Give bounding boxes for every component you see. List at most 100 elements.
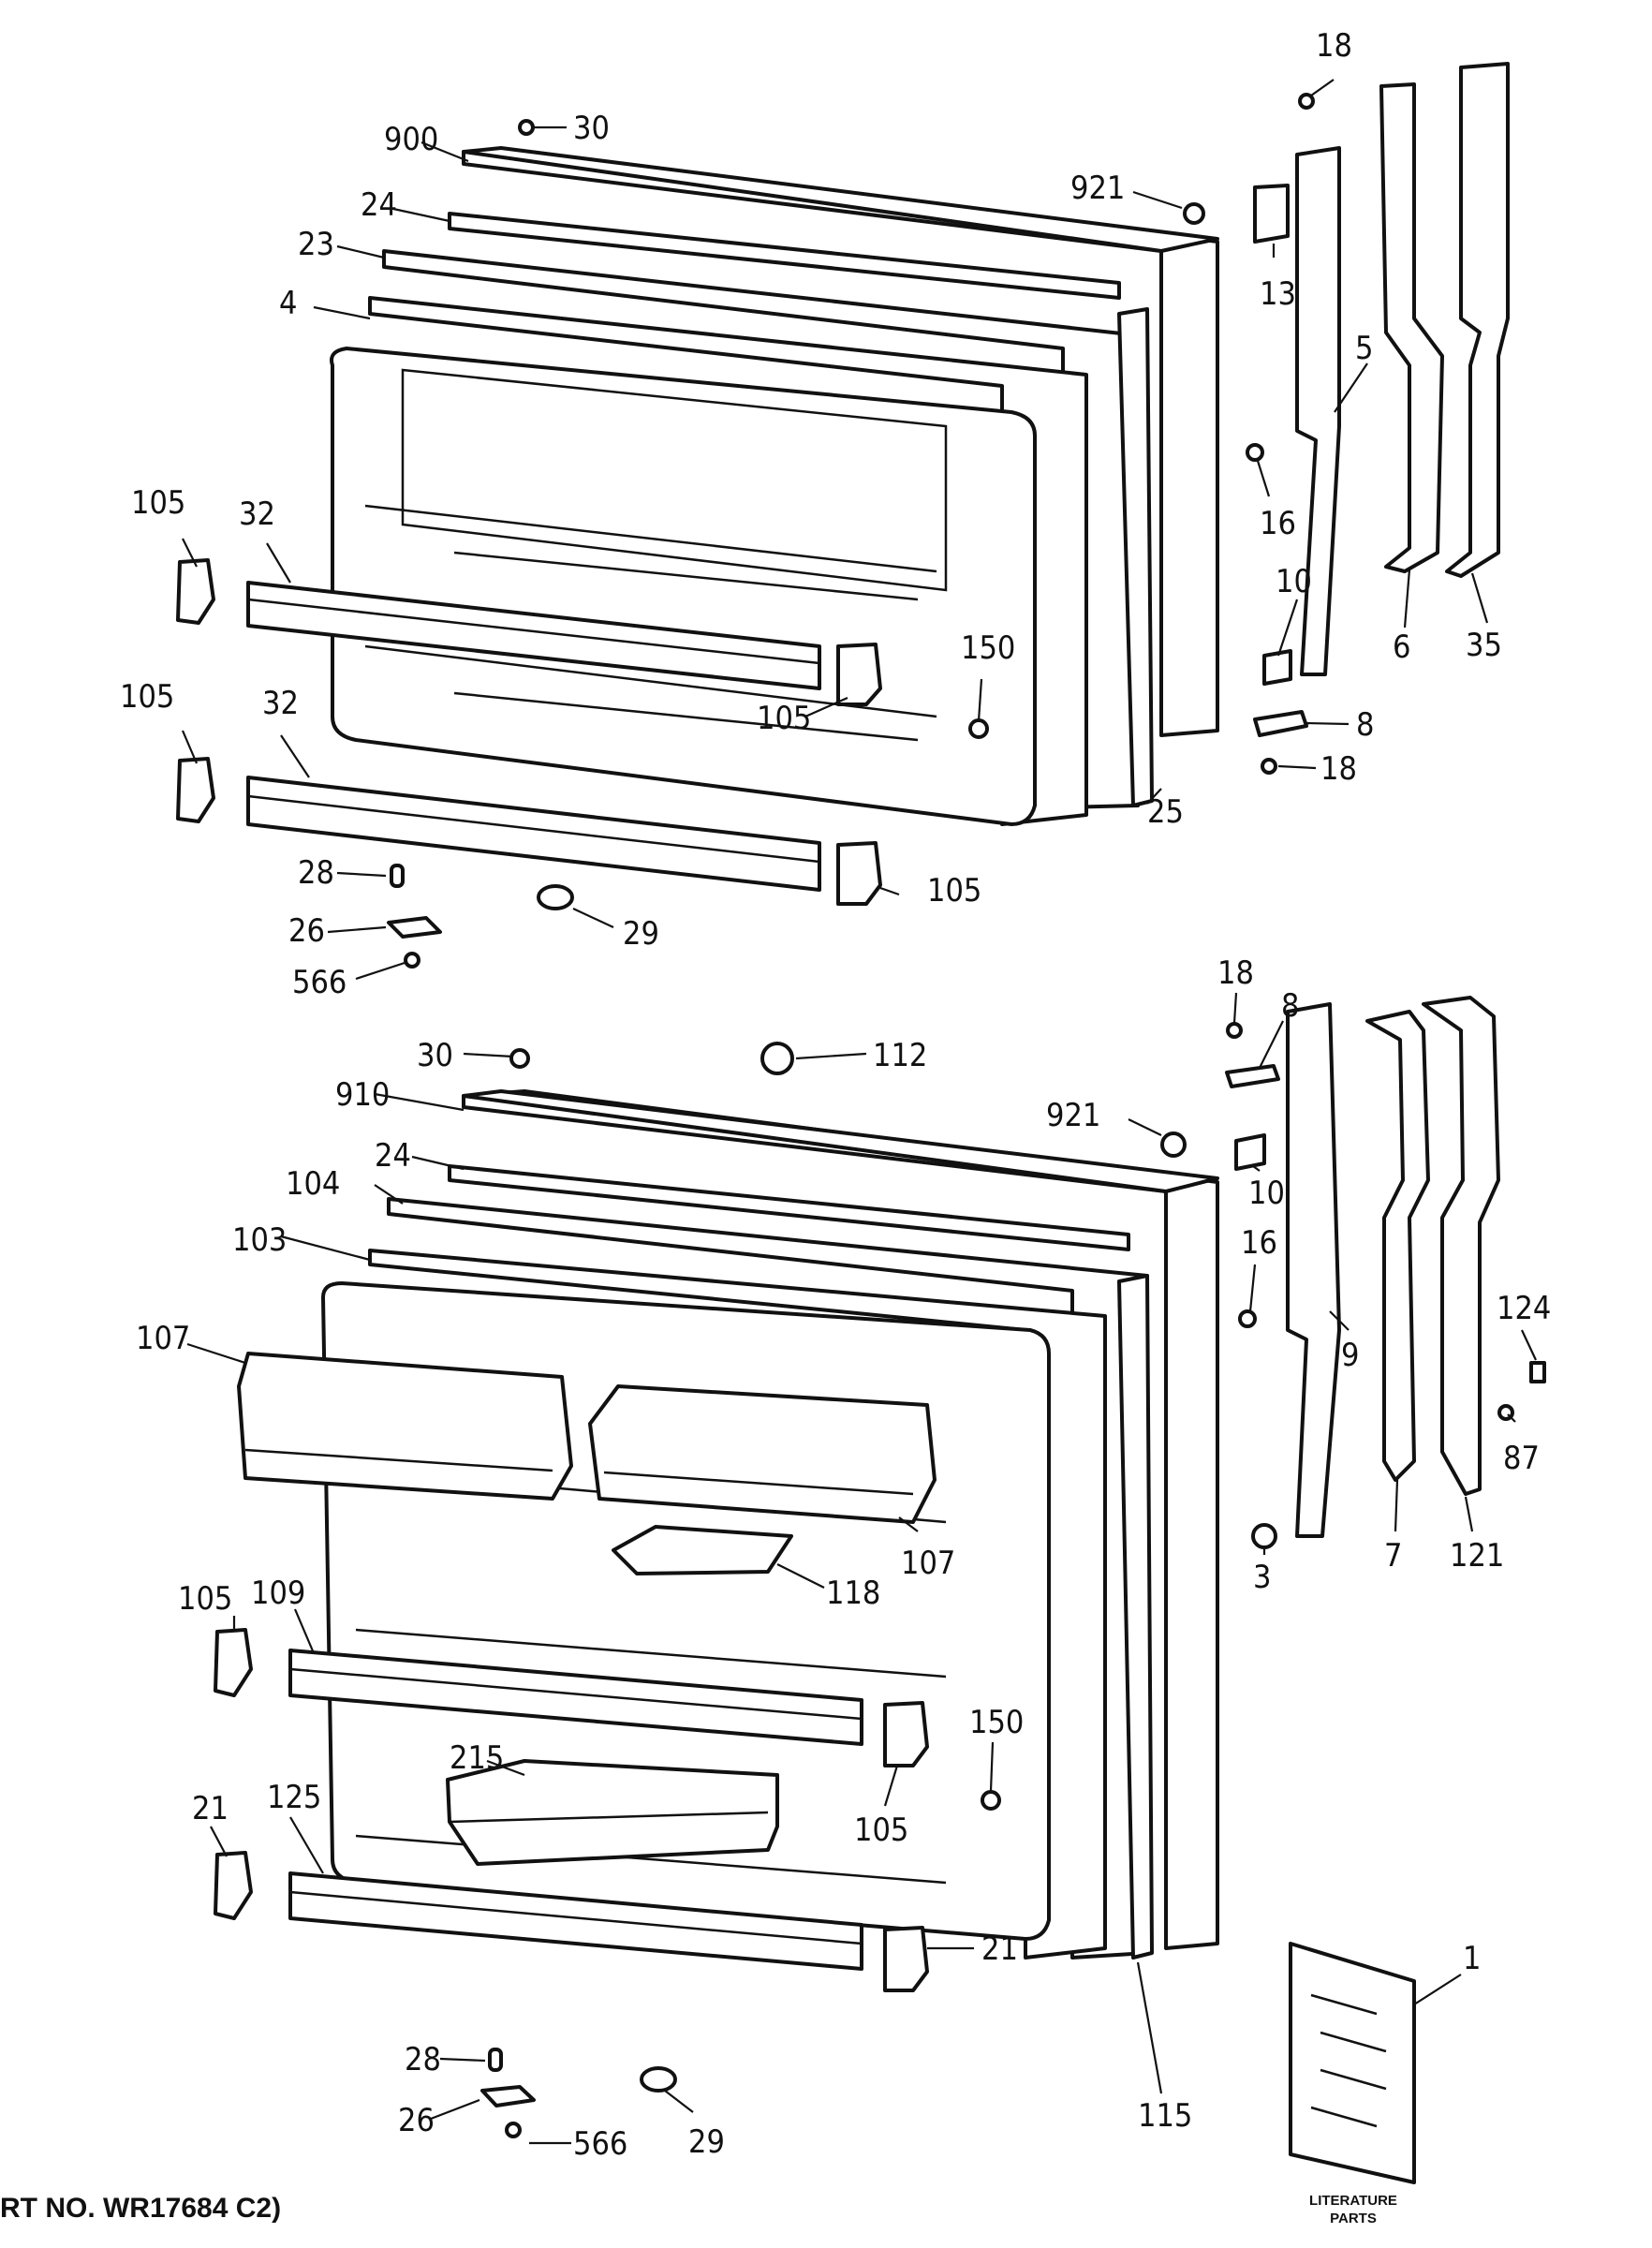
label-115: 115 — [1138, 2097, 1192, 2135]
door-bin-107-right — [588, 1384, 937, 1524]
label-24: 24 — [375, 1137, 411, 1175]
freezer-door-assembly: 18 30 900 921 24 23 4 13 5 16 105 32 105… — [120, 27, 1510, 1001]
cover-124 — [1529, 1361, 1546, 1383]
label-107: 107 — [901, 1545, 955, 1582]
label-21: 21 — [981, 1930, 1018, 1968]
label-16: 16 — [1260, 505, 1296, 542]
label-29: 29 — [688, 2123, 725, 2161]
shelf-end-cap-105-a — [176, 558, 215, 625]
literature-booklet — [1289, 1942, 1416, 2184]
label-21: 21 — [192, 1790, 229, 1827]
plug-112 — [760, 1042, 794, 1075]
label-910: 910 — [335, 1076, 390, 1114]
plate-26 — [480, 2085, 536, 2108]
label-18: 18 — [1316, 27, 1352, 65]
hinge-bracket-9 — [1286, 1002, 1341, 1538]
tray-118 — [612, 1525, 793, 1575]
screw-566 — [404, 952, 420, 969]
label-121: 121 — [1450, 1537, 1504, 1575]
label-103: 103 — [232, 1221, 287, 1259]
hinge-121 — [1422, 996, 1500, 1496]
bumper-29 — [537, 884, 574, 910]
shelf-end-cap-105-f — [883, 1701, 929, 1767]
label-215: 215 — [450, 1739, 504, 1777]
shim-13 — [1253, 184, 1290, 244]
outer-door-900 — [462, 146, 1219, 737]
hinge-bracket-5 — [1295, 146, 1341, 676]
label-29: 29 — [623, 915, 659, 953]
label-3: 3 — [1253, 1559, 1271, 1596]
label-107: 107 — [136, 1320, 190, 1357]
plate-26 — [387, 916, 442, 939]
bumper-3 — [1251, 1523, 1277, 1549]
stop-28 — [390, 864, 405, 888]
bumper-29 — [640, 2066, 677, 2093]
label-30: 30 — [417, 1037, 453, 1074]
label-26: 26 — [398, 2102, 435, 2139]
screw-16 — [1238, 1309, 1257, 1328]
label-109: 109 — [251, 1575, 305, 1612]
hinge-6 — [1379, 82, 1444, 573]
label-921: 921 — [1070, 170, 1125, 207]
literature-label-line1: LITERATURE — [1309, 2193, 1397, 2209]
label-150: 150 — [969, 1704, 1024, 1741]
label-32: 32 — [262, 685, 299, 722]
label-125: 125 — [267, 1779, 321, 1816]
door-shelf-32-lower — [246, 776, 821, 892]
screw-18-top — [1298, 93, 1315, 110]
label-24: 24 — [361, 186, 397, 224]
seal-strip-115 — [1117, 1274, 1154, 1960]
screw-150 — [968, 718, 989, 739]
label-87: 87 — [1503, 1440, 1540, 1477]
stop-28 — [488, 2048, 503, 2072]
label-105: 105 — [757, 700, 811, 737]
seal-strip-25 — [1117, 307, 1154, 807]
hinge-plate-8 — [1253, 710, 1308, 737]
screw-16 — [1246, 443, 1264, 462]
label-7: 7 — [1384, 1537, 1402, 1575]
label-8: 8 — [1356, 706, 1374, 744]
label-23: 23 — [298, 226, 334, 263]
label-105: 105 — [178, 1580, 232, 1618]
label-4: 4 — [279, 285, 297, 322]
freezer-part-labels: 18 30 900 921 24 23 4 13 5 16 105 32 105… — [120, 27, 1502, 1001]
label-25: 25 — [1147, 793, 1184, 831]
label-10: 10 — [1248, 1175, 1285, 1212]
shelf-end-cap-105-b — [176, 757, 215, 823]
label-118: 118 — [826, 1575, 880, 1612]
screw-566 — [505, 2122, 522, 2138]
fresh-food-leader-lines — [186, 992, 1537, 2145]
label-28: 28 — [405, 2041, 441, 2078]
label-921: 921 — [1046, 1097, 1100, 1134]
label-112: 112 — [873, 1037, 927, 1074]
door-shelf-109 — [288, 1649, 863, 1746]
shelf-end-cap-21-a — [214, 1851, 253, 1920]
label-566: 566 — [292, 964, 347, 1001]
door-bin-107-left — [237, 1352, 573, 1501]
label-105: 105 — [854, 1812, 908, 1849]
label-18: 18 — [1217, 954, 1254, 992]
label-124: 124 — [1497, 1290, 1551, 1327]
shelf-end-cap-105-d — [836, 841, 882, 906]
screw-30 — [509, 1048, 530, 1069]
label-10: 10 — [1276, 563, 1312, 600]
label-1: 1 — [1463, 1940, 1481, 1977]
label-105: 105 — [131, 484, 185, 522]
shelf-end-cap-21-b — [883, 1926, 929, 1992]
label-105: 105 — [927, 872, 981, 910]
screw-18-bottom — [1261, 758, 1277, 775]
label-104: 104 — [286, 1165, 340, 1203]
door-bin-215 — [446, 1759, 779, 1866]
label-9: 9 — [1341, 1337, 1359, 1374]
label-26: 26 — [288, 912, 325, 950]
shelf-end-cap-105-e — [214, 1628, 253, 1697]
hinge-7 — [1365, 1010, 1430, 1482]
fresh-food-part-labels: 18 8 30 112 910 921 24 10 104 16 103 124… — [136, 954, 1551, 2163]
plug-921 — [1183, 202, 1205, 225]
shelf-end-cap-105-c — [836, 643, 882, 706]
door-shelf-32-upper — [246, 581, 821, 690]
plug-921 — [1160, 1131, 1187, 1158]
hinge-35 — [1445, 62, 1510, 578]
breaker-strip-24 — [448, 212, 1121, 300]
